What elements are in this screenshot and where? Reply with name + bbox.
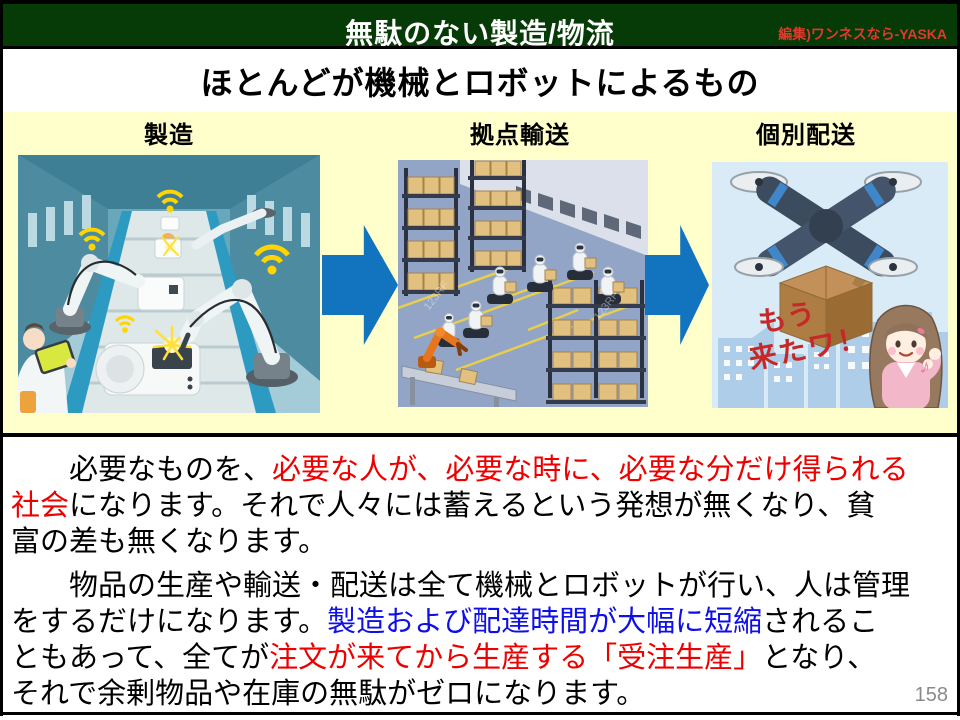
bottom-border (0, 712, 960, 715)
wifi-icon (254, 244, 290, 275)
factory-scene (18, 155, 320, 413)
body-text: 必要なものを、必要な人が、必要な時に、必要な分だけ得られる社会になります。それで… (3, 440, 957, 712)
step-label-hub-transport: 拠点輸送 (470, 122, 570, 149)
text-line: それで余剰物品や在庫の無駄がゼロになります。 (11, 678, 646, 710)
wifi-icon (114, 315, 136, 333)
robot-arm-left (49, 254, 145, 335)
text-line: ともあって、全てが注文が来てから生産する「受注生産」となり、 (11, 642, 877, 674)
text-line: 富の差も無くなります。 (11, 526, 328, 558)
operator-with-tablet (18, 323, 76, 413)
right-border (957, 0, 960, 716)
drone-scene (712, 162, 948, 408)
paragraph: 物品の生産や輸送・配送は全て機械とロボットが行い、人は管理をするだけになります。… (11, 568, 949, 712)
orange-robot-arm (401, 327, 517, 407)
header-underline (0, 46, 960, 49)
paragraph: 必要なものを、必要な人が、必要な時に、必要な分だけ得られる社会になります。それで… (11, 452, 949, 560)
happy-customer (869, 304, 943, 408)
panel-divider (0, 433, 960, 437)
robot-arm-top-right (191, 208, 276, 250)
warehouse-illustration (398, 160, 648, 407)
step-label-individual-delivery: 個別配送 (756, 122, 856, 149)
header-bar: 無駄のない製造/物流 編集)ワンネスなら-YASKA (3, 4, 957, 49)
top-border (0, 0, 960, 4)
text-line: 社会になります。それで人々には蓄えるという発想が無くなり、貧 (11, 490, 876, 522)
credit-text: 編集)ワンネスなら-YASKA (778, 26, 947, 42)
factory-windows (28, 195, 310, 247)
left-border (0, 0, 3, 716)
slide-title: 無駄のない製造/物流 (345, 18, 615, 49)
text-line: をするだけになります。製造および配達時間が大幅に短縮されるこ (11, 606, 879, 638)
headline: ほとんどが機械とロボットによるもの (200, 65, 760, 101)
robot-arm-right (180, 279, 298, 387)
drone-delivery-illustration (712, 162, 948, 408)
text-line: 必要なものを、必要な人が、必要な時に、必要な分だけ得られる (11, 454, 909, 486)
drone-icon (730, 171, 922, 277)
wifi-icon (78, 227, 106, 251)
step-label-manufacturing: 製造 (144, 122, 194, 149)
shelf-rack (468, 160, 526, 272)
package-box-icon (778, 265, 874, 349)
products-on-belt (95, 216, 201, 396)
factory-illustration (18, 155, 320, 413)
wifi-icon (156, 189, 184, 213)
warehouse-scene (398, 160, 648, 407)
shelf-rack (402, 168, 460, 296)
text-line: 物品の生産や輸送・配送は全て機械とロボットが行い、人は管理 (11, 570, 911, 602)
page-number: 158 (914, 684, 948, 706)
